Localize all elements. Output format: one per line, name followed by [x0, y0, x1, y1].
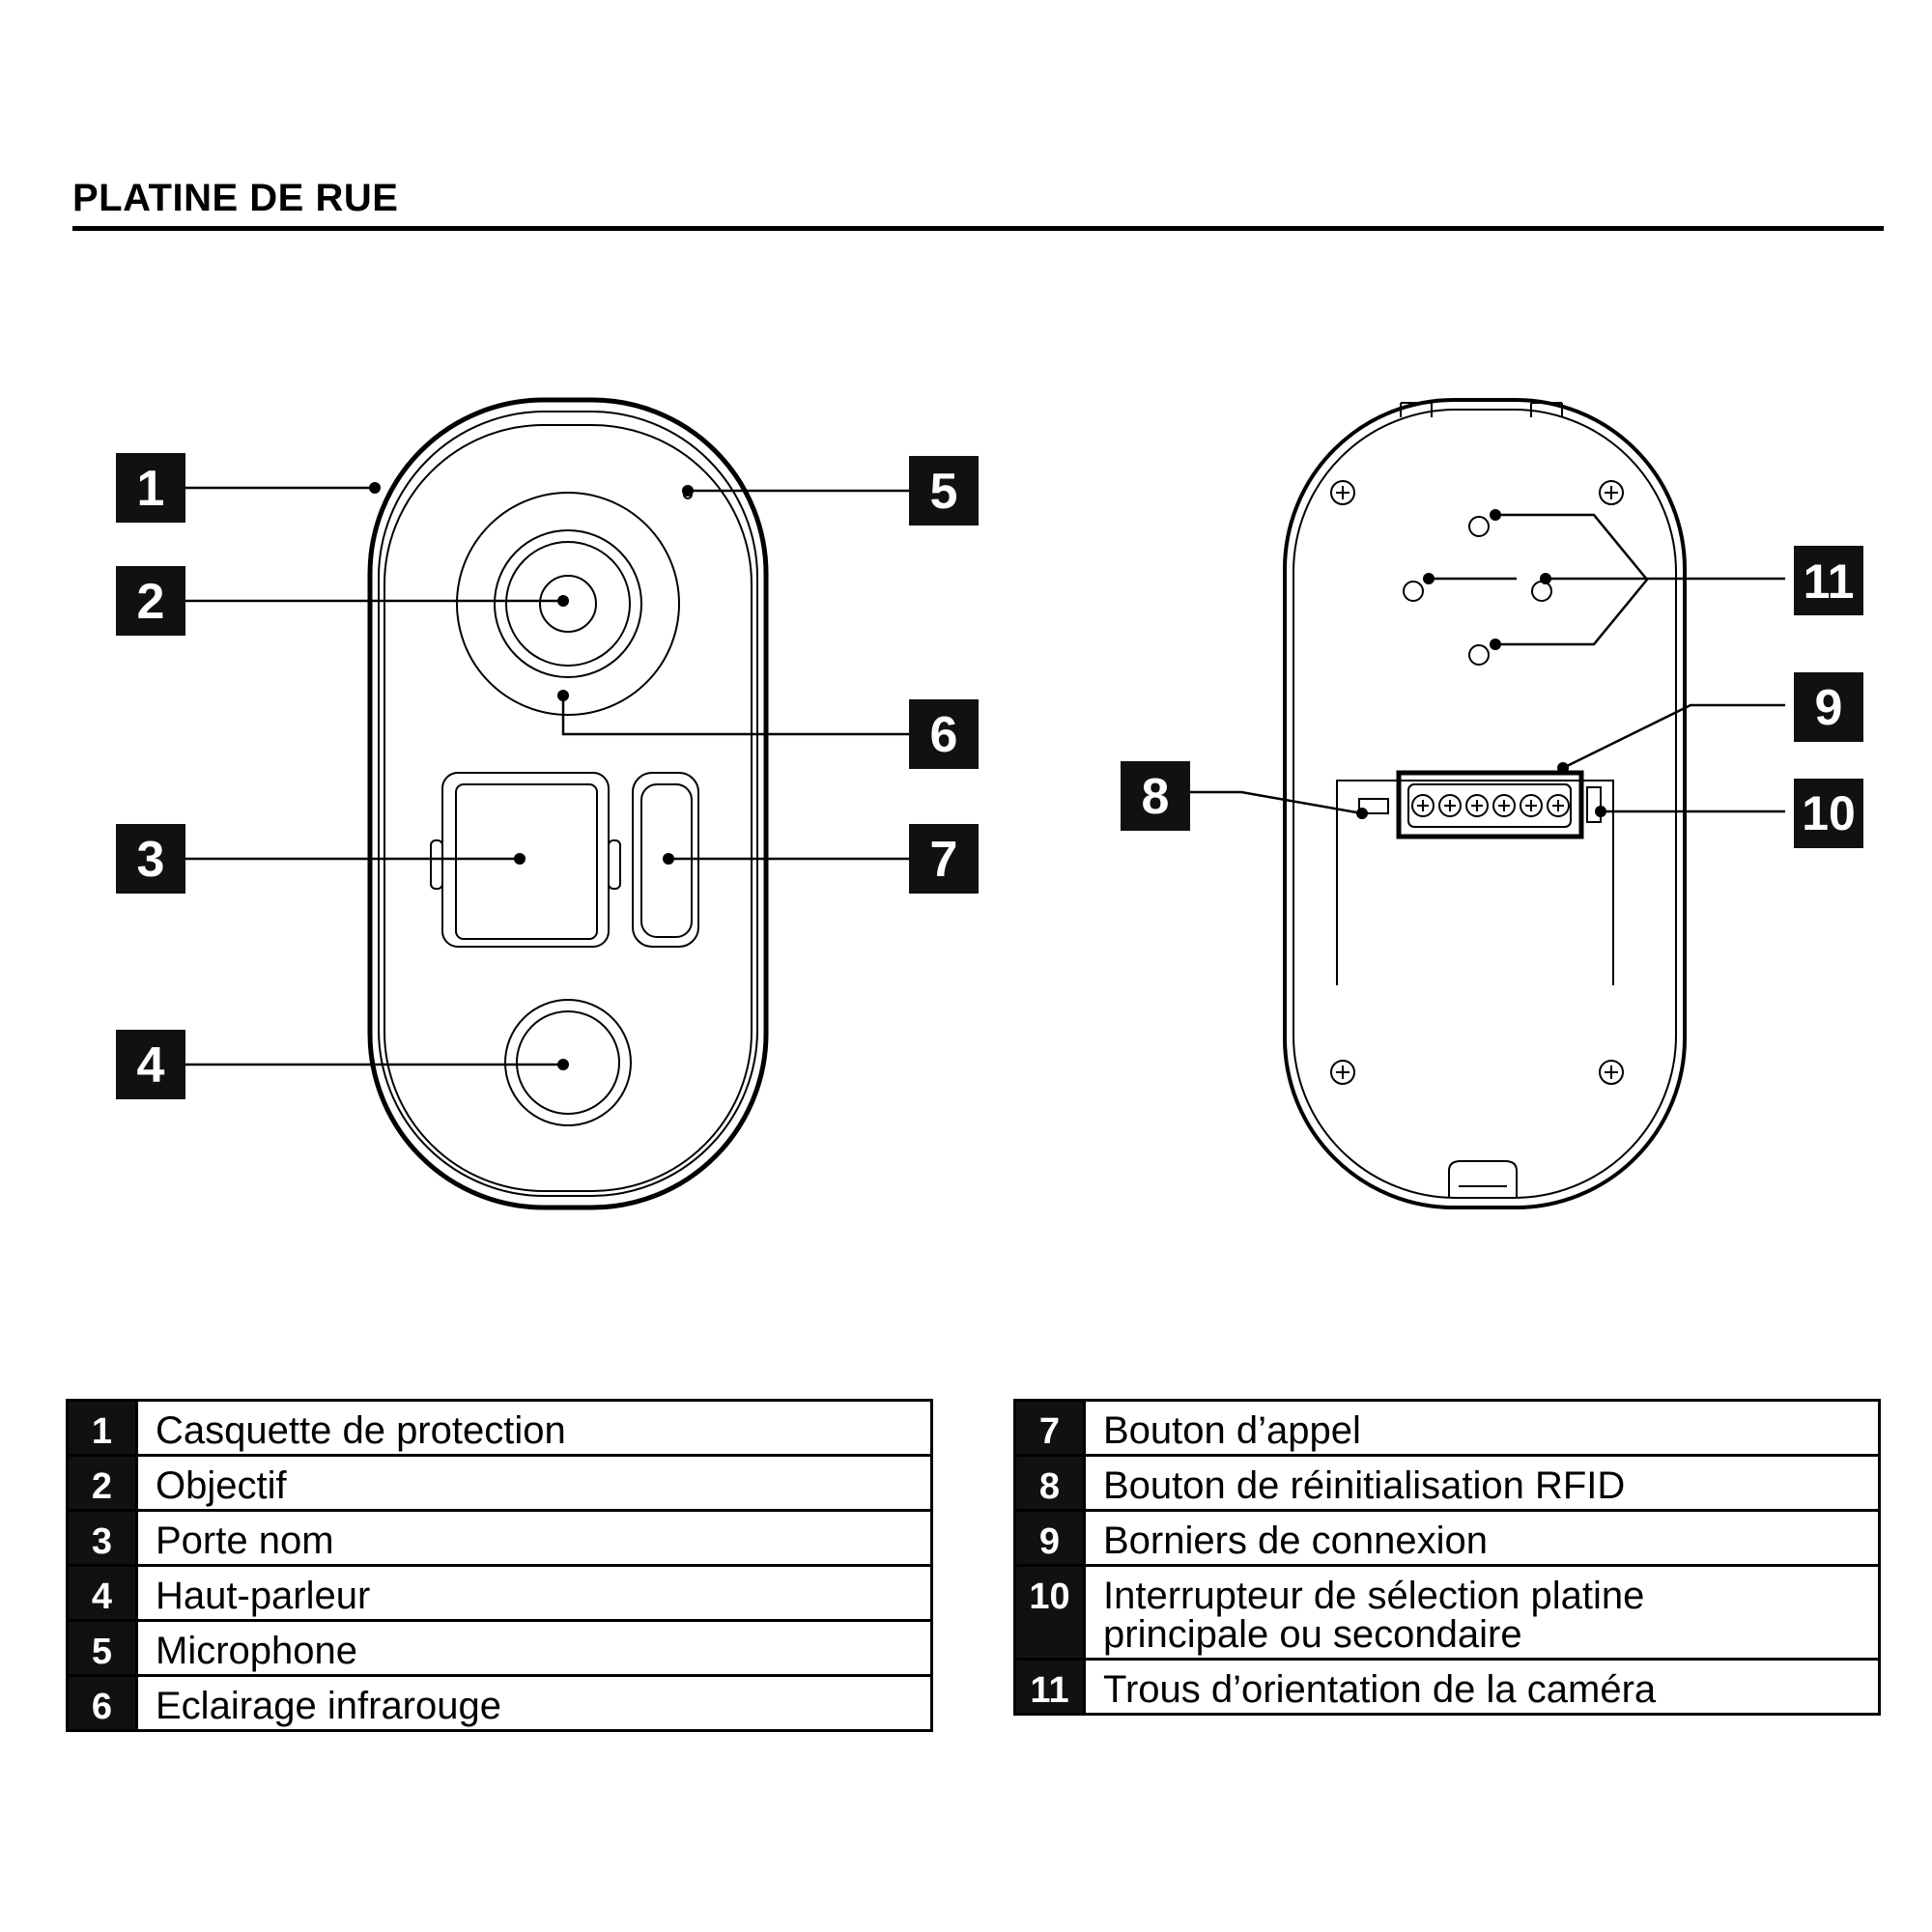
- orientation-holes: [1403, 516, 1552, 666]
- callout-3: 3: [116, 824, 185, 894]
- legend-label: Haut-parleur: [135, 1564, 933, 1622]
- title-divider: [72, 226, 1884, 231]
- legend-number: 1: [66, 1399, 138, 1457]
- legend-row: 7 Bouton d’appel: [1013, 1399, 1881, 1457]
- svg-text:7: 7: [930, 832, 958, 888]
- legend-label: Casquette de protection: [135, 1399, 933, 1457]
- back-leader-dots: [1356, 509, 1606, 819]
- legend-row: 8 Bouton de réinitialisation RFID: [1013, 1454, 1881, 1512]
- svg-text:8: 8: [1142, 769, 1170, 825]
- terminal-screws: [1411, 794, 1570, 817]
- legend-number: 3: [66, 1509, 138, 1567]
- legend-label: Interrupteur de sélection platine princi…: [1083, 1564, 1881, 1661]
- callout-5: 5: [909, 456, 979, 526]
- legend-number: 4: [66, 1564, 138, 1622]
- back-panel: [1283, 398, 1687, 1209]
- legend-table-left: 1 Casquette de protection 2 Objectif 3 P…: [66, 1399, 933, 1732]
- back-leader-lines: [1185, 513, 1785, 815]
- legend-number: 10: [1013, 1564, 1086, 1661]
- legend-row: 11 Trous d’orientation de la caméra: [1013, 1658, 1881, 1716]
- front-leader-lines: [184, 486, 911, 1066]
- legend-row: 1 Casquette de protection: [66, 1399, 933, 1457]
- speaker: [504, 999, 632, 1126]
- legend-row: 4 Haut-parleur: [66, 1564, 933, 1622]
- callout-7: 7: [909, 824, 979, 894]
- legend-number: 5: [66, 1619, 138, 1677]
- legend-label: Microphone: [135, 1619, 933, 1677]
- callout-11: 11: [1794, 546, 1863, 615]
- callout-8: 8: [1121, 761, 1190, 831]
- svg-text:6: 6: [930, 707, 958, 763]
- svg-text:5: 5: [930, 464, 958, 520]
- legend-number: 6: [66, 1674, 138, 1732]
- callout-6: 6: [909, 699, 979, 769]
- legend-row: 2 Objectif: [66, 1454, 933, 1512]
- legend-row: 6 Eclairage infrarouge: [66, 1674, 933, 1732]
- callout-2: 2: [116, 566, 185, 636]
- legend-label: Eclairage infrarouge: [135, 1674, 933, 1732]
- legend-number: 2: [66, 1454, 138, 1512]
- legend-row: 10 Interrupteur de sélection platine pri…: [1013, 1564, 1881, 1661]
- svg-text:10: 10: [1802, 786, 1856, 840]
- callout-boxes: 1 2 3 4 5 6 7 8: [116, 453, 1863, 1099]
- legend-table-right: 7 Bouton d’appel 8 Bouton de réinitialis…: [1013, 1399, 1881, 1716]
- callout-9: 9: [1794, 672, 1863, 742]
- legend-row: 3 Porte nom: [66, 1509, 933, 1567]
- legend-label: Bouton de réinitialisation RFID: [1083, 1454, 1881, 1512]
- callout-1: 1: [116, 453, 185, 523]
- legend-label: Bouton d’appel: [1083, 1399, 1881, 1457]
- lens: [456, 492, 680, 716]
- front-leader-dots: [369, 482, 694, 1070]
- section-title: PLATINE DE RUE: [72, 177, 399, 219]
- svg-text:9: 9: [1815, 680, 1843, 736]
- svg-text:2: 2: [137, 574, 165, 630]
- legend-label: Objectif: [135, 1454, 933, 1512]
- legend-label: Trous d’orientation de la caméra: [1083, 1658, 1881, 1716]
- screw-holes: [1330, 480, 1624, 1085]
- legend-row: 9 Borniers de connexion: [1013, 1509, 1881, 1567]
- legend-number: 9: [1013, 1509, 1086, 1567]
- legend-label: Borniers de connexion: [1083, 1509, 1881, 1567]
- legend-label: Porte nom: [135, 1509, 933, 1567]
- svg-text:4: 4: [137, 1037, 165, 1094]
- callout-10: 10: [1794, 779, 1863, 848]
- connection-area: [1336, 770, 1614, 985]
- front-panel: [367, 397, 769, 1210]
- legend-number: 7: [1013, 1399, 1086, 1457]
- svg-text:11: 11: [1804, 554, 1855, 609]
- svg-text:1: 1: [137, 461, 165, 517]
- callout-4: 4: [116, 1030, 185, 1099]
- legend-number: 8: [1013, 1454, 1086, 1512]
- device-diagram: 1 2 3 4 5 6 7 8: [116, 397, 1863, 1210]
- svg-text:3: 3: [137, 832, 165, 888]
- legend-number: 11: [1013, 1658, 1086, 1716]
- legend-row: 5 Microphone: [66, 1619, 933, 1677]
